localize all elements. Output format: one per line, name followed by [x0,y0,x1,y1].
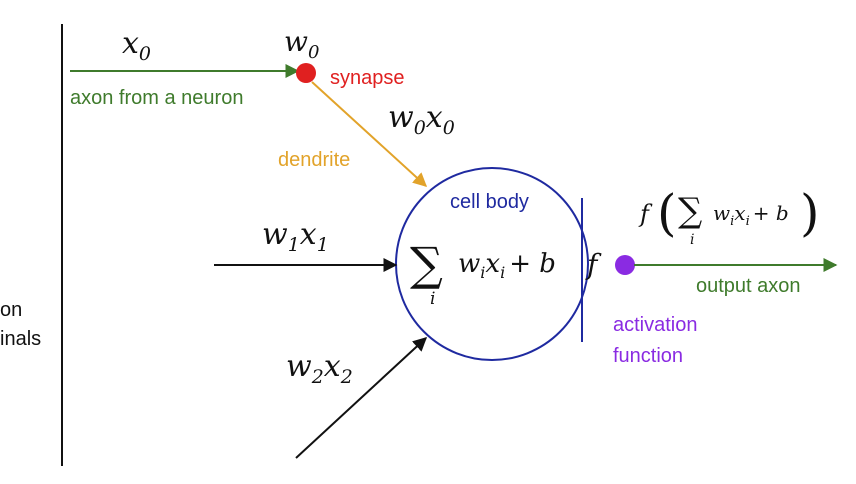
activation-dot [615,255,635,275]
dendrite-arrow [311,81,428,187]
product-w2x2-label: w2x2 [286,349,353,388]
output-index: i [690,232,694,248]
dendrite-label: dendrite [278,149,350,171]
input-x0-label: x0 [122,26,151,65]
cell-sum-expression: wixi+ b [458,249,556,282]
cell-body-label: cell body [450,191,529,213]
activation-label-line2: function [613,345,683,367]
synapse-label: synapse [330,67,405,89]
activation-label-line1: activation [613,314,698,336]
input-arrow-w2x2 [295,337,428,459]
cell-activation-f: f [585,248,602,281]
synapse-dot [296,63,316,83]
output-lparen: ( [657,184,677,242]
cell-sum-sigma: ∑ [410,237,443,291]
axon-from-neuron-label: axon from a neuron [70,87,243,109]
product-w0x0-label: w0x0 [388,100,455,139]
cell-sum-index: i [430,289,435,309]
weight-w0-label: w0 [284,25,319,63]
output-f: f [638,200,653,228]
left-text-line2: inals [0,328,41,350]
product-w1x1-label: w1x1 [262,217,329,256]
output-axon-label: output axon [696,275,801,297]
left-text-line1: on [0,299,22,321]
output-sigma: ∑ [678,191,702,231]
output-expression: wixi+ b [713,201,789,229]
output-rparen: ) [800,184,820,242]
